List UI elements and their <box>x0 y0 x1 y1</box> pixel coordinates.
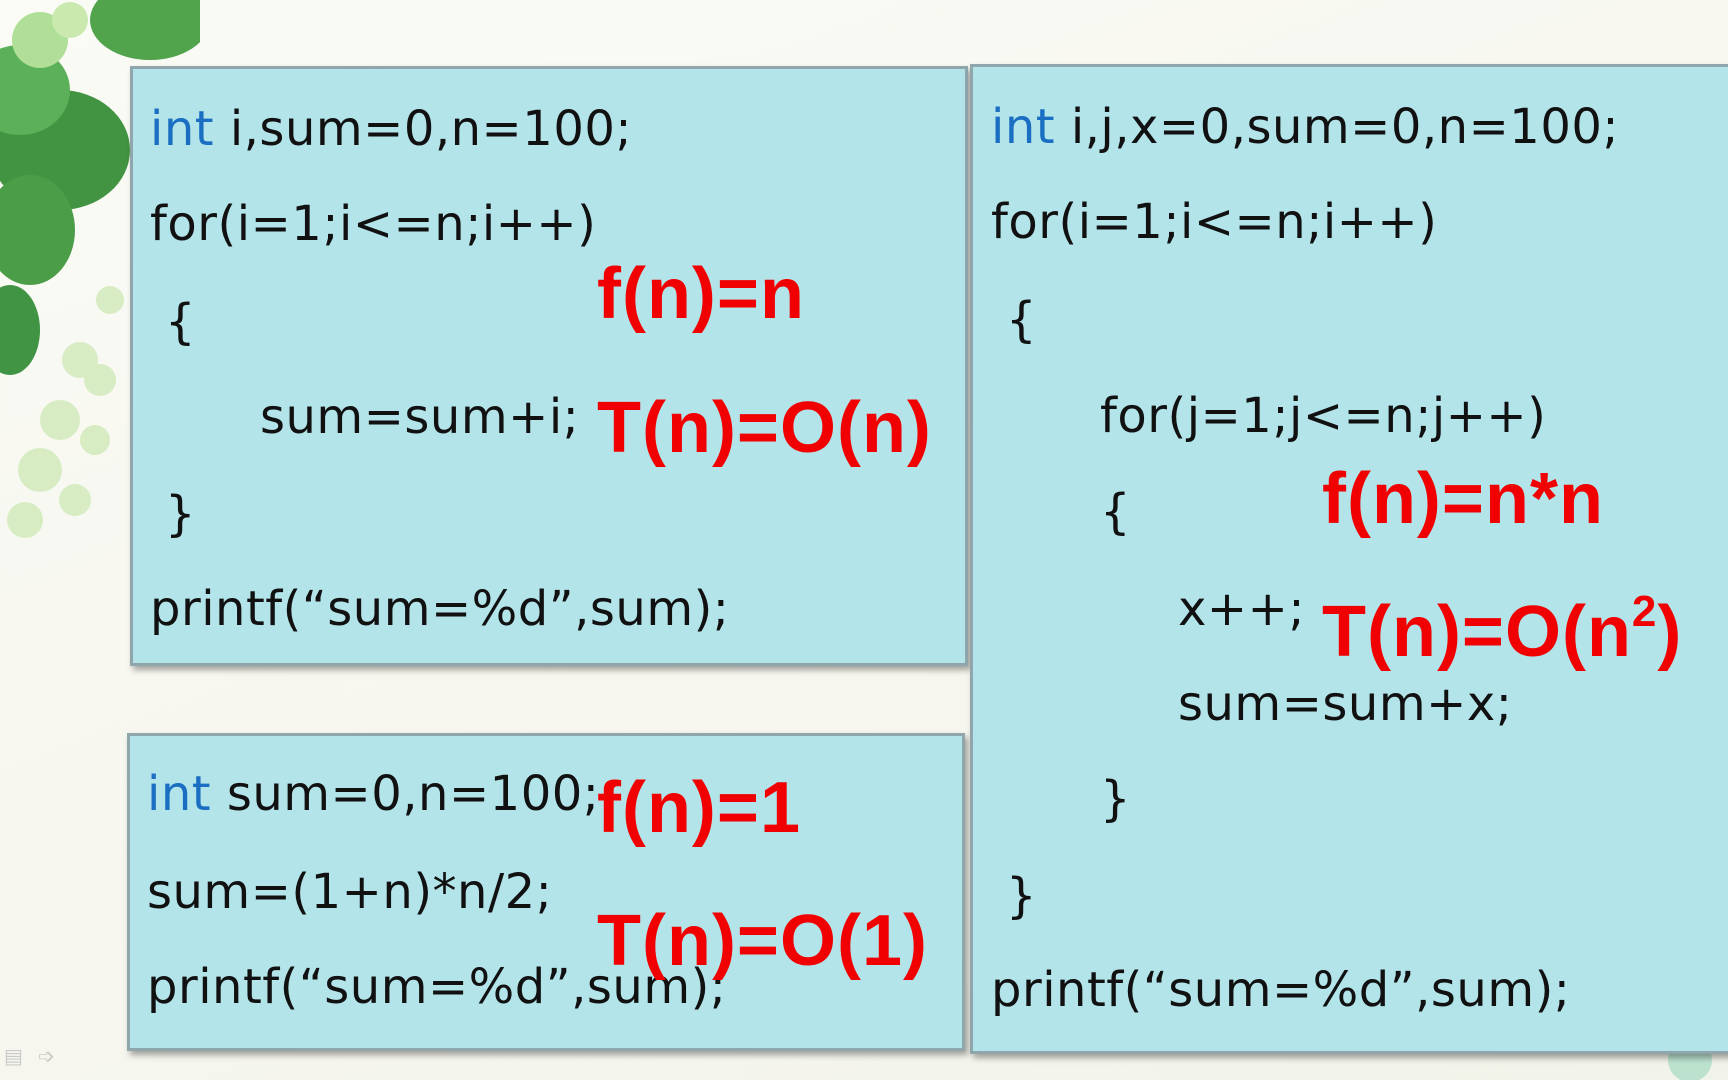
code-line: printf(“sum=%d”,sum); <box>147 959 727 1015</box>
formula-t-base: T(n)=O(n <box>1322 592 1632 672</box>
formula-t-exponent: 2 <box>1631 587 1658 636</box>
keyword: int <box>147 766 212 822</box>
code-line: { <box>1100 484 1132 540</box>
formula-f: f(n)=n <box>597 254 805 334</box>
slide-nav-icon[interactable]: ▤ <box>4 1044 23 1068</box>
code-line: } <box>1100 771 1132 827</box>
code-panel-quadratic <box>970 64 1728 1054</box>
formula-t-close: ) <box>1657 592 1683 672</box>
code-line: { <box>1006 292 1038 348</box>
formula-f: f(n)=1 <box>597 768 801 848</box>
code-text: i,j,x=0,sum=0,n=100; <box>1055 99 1620 155</box>
formula-t: T(n)=O(n2) <box>1322 590 1682 669</box>
code-line: } <box>165 486 197 542</box>
formula-t: T(n)=O(n) <box>597 388 932 468</box>
code-text: i,sum=0,n=100; <box>214 101 633 157</box>
formula-t: T(n)=O(1) <box>597 901 928 981</box>
keyword: int <box>150 101 215 157</box>
code-line: x++; <box>1178 581 1306 637</box>
code-line: printf(“sum=%d”,sum); <box>991 962 1571 1018</box>
code-line: for(i=1;i<=n;i++) <box>991 194 1438 250</box>
keyword: int <box>991 99 1056 155</box>
code-panel-linear <box>130 66 968 666</box>
code-panel-constant <box>127 733 965 1051</box>
code-line: sum=sum+x; <box>1178 676 1513 732</box>
code-line: int i,sum=0,n=100; <box>150 105 632 153</box>
code-line: sum=(1+n)*n/2; <box>147 864 553 920</box>
code-line: for(i=1;i<=n;i++) <box>150 196 597 252</box>
code-line: { <box>165 294 197 350</box>
code-line: printf(“sum=%d”,sum); <box>150 581 730 637</box>
code-line: int i,j,x=0,sum=0,n=100; <box>991 103 1619 151</box>
code-line: sum=sum+i; <box>260 389 580 445</box>
next-arrow-icon[interactable]: ➩ <box>38 1044 55 1068</box>
code-line: int sum=0,n=100; <box>147 770 599 818</box>
code-text: sum=0,n=100; <box>211 766 600 822</box>
code-line: for(j=1;j<=n;j++) <box>1100 388 1547 444</box>
code-line: } <box>1006 868 1038 924</box>
formula-f: f(n)=n*n <box>1322 459 1604 539</box>
